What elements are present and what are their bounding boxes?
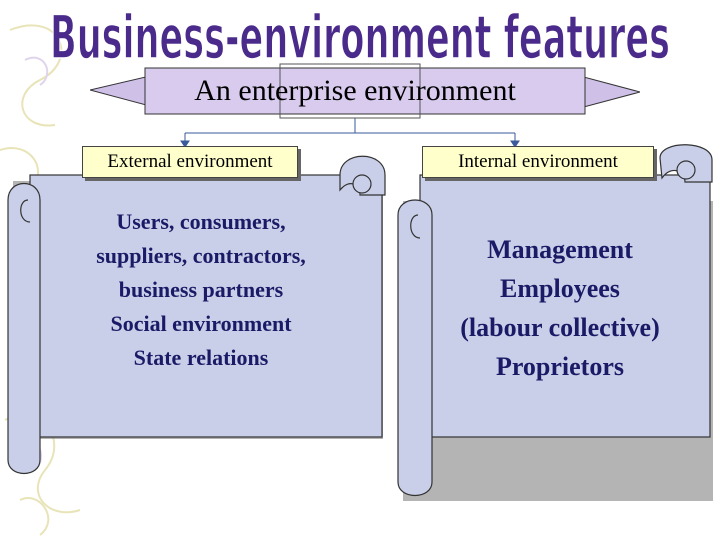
title-art: Business-environment features xyxy=(49,2,671,68)
internal-environment-label: Internal environment xyxy=(422,146,654,178)
external-item: State relations xyxy=(133,345,269,370)
internal-item: Proprietors xyxy=(495,352,625,381)
external-item: suppliers, contractors, xyxy=(96,243,306,268)
external-environment-label: External environment xyxy=(82,146,298,178)
internal-item: (labour collective) xyxy=(460,313,660,342)
external-items: Users, consumers, suppliers, contractors… xyxy=(50,205,352,375)
banner-text: An enterprise environment xyxy=(194,74,516,107)
enterprise-banner xyxy=(90,63,640,119)
page-title: Business-environment features xyxy=(50,3,670,68)
external-item: business partners xyxy=(118,277,284,302)
internal-item: Employees xyxy=(500,274,620,303)
external-item: Users, consumers, xyxy=(116,209,286,234)
internal-items: Management Employees (labour collective)… xyxy=(428,230,692,386)
external-item: Social environment xyxy=(110,311,292,336)
internal-item: Management xyxy=(487,235,633,264)
